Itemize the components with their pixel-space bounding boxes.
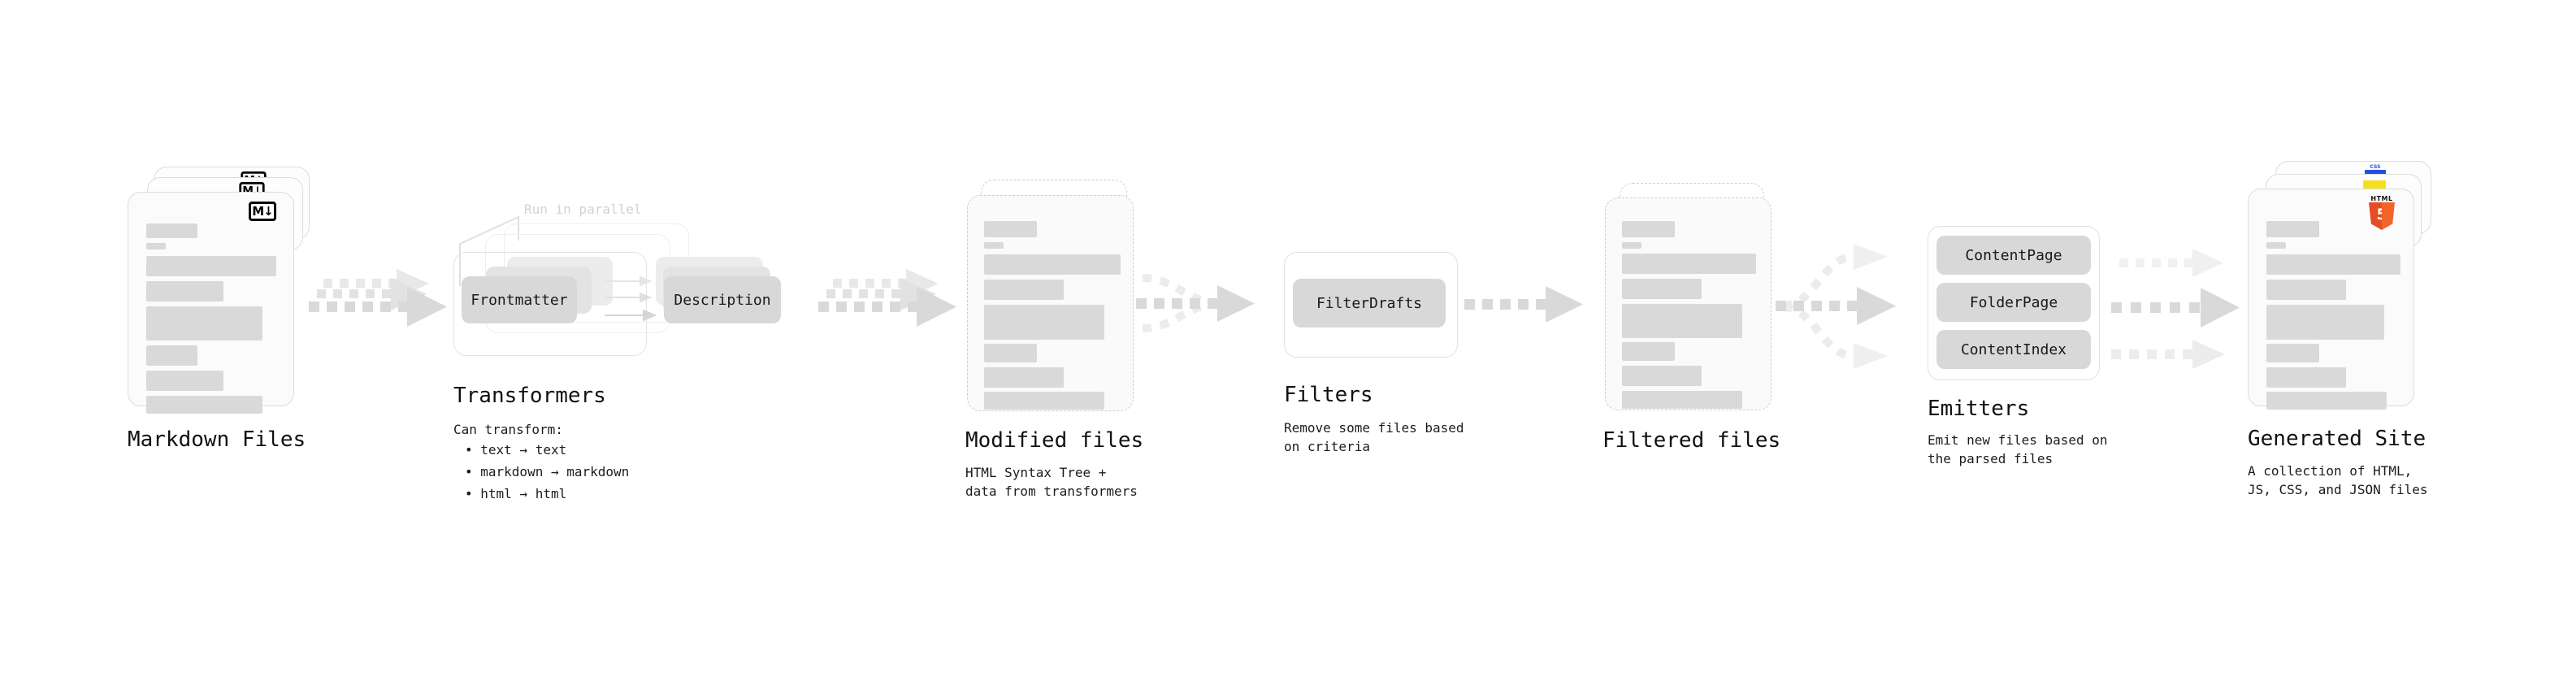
stage-title-modified-files: Modified files: [965, 428, 1144, 453]
connector-modified-to-filters: [1136, 260, 1290, 358]
skeleton-line: [1622, 279, 1702, 299]
skeleton-line: [146, 345, 197, 366]
transformers-bullet-1: • text → text: [465, 442, 567, 458]
stage-title-transformers: Transformers: [453, 384, 606, 408]
emitters-subtitle: Emit new files based on the parsed files: [1928, 432, 2108, 466]
skeleton-line: [146, 396, 262, 414]
skeleton-line: [1622, 221, 1675, 237]
skeleton-line: [2266, 280, 2346, 300]
skeleton-line: [146, 256, 276, 276]
filter-pill-filterdrafts[interactable]: FilterDrafts: [1293, 279, 1446, 327]
skeleton-line: [984, 305, 1104, 340]
skeleton-line: [146, 281, 223, 301]
connector-emitters-to-site: [2111, 236, 2266, 374]
transformers-bullet-3: • html → html: [465, 486, 567, 501]
emitter-pill-folderpage-label: FolderPage: [1969, 293, 2058, 311]
skeleton-line: [2266, 221, 2319, 237]
skeleton-line: [2266, 305, 2384, 340]
skeleton-line: [984, 254, 1121, 275]
transformer-frame-front: [453, 252, 647, 356]
html5-icon-shield: [2369, 202, 2395, 230]
skeleton-line: [146, 223, 197, 238]
skeleton-line: [1622, 242, 1641, 249]
transformer-pill-description-label: Description: [674, 291, 771, 309]
generated-site-subtitle: A collection of HTML, JS, CSS, and JSON …: [2248, 463, 2428, 497]
skeleton-line: [1622, 304, 1742, 338]
connector-transformers-to-modified: [817, 264, 979, 354]
skeleton-line: [146, 243, 166, 249]
skeleton-line: [984, 242, 1004, 249]
run-in-parallel-label: Run in parallel: [524, 202, 642, 217]
stage-title-generated-site: Generated Site: [2248, 427, 2426, 451]
connector-md-to-transformers: [307, 264, 470, 354]
transformer-inner-arrows: [605, 275, 657, 322]
css-icon: CSS: [2365, 164, 2386, 177]
filter-pill-filterdrafts-label: FilterDrafts: [1316, 294, 1423, 312]
html5-icon: HTML: [2367, 195, 2396, 231]
skeleton-line: [1622, 391, 1742, 409]
transformer-pill-description[interactable]: Description: [664, 276, 781, 323]
skeleton-line: [984, 344, 1037, 362]
html5-icon-caption: HTML: [2370, 195, 2393, 202]
connector-filters-to-filtered: [1464, 284, 1602, 333]
skeleton-line: [146, 306, 262, 340]
skeleton-line: [1622, 254, 1756, 274]
skeleton-line: [984, 392, 1104, 410]
skeleton-line: [984, 221, 1037, 237]
modified-files-subtitle: HTML Syntax Tree + data from transformer…: [965, 465, 1138, 499]
markdown-icon: M↓: [249, 202, 276, 221]
skeleton-line: [146, 371, 223, 391]
emitter-pill-contentpage[interactable]: ContentPage: [1936, 236, 2091, 275]
run-in-parallel-bracket: [459, 215, 519, 286]
emitter-pill-contentindex[interactable]: ContentIndex: [1936, 330, 2091, 369]
skeleton-line: [2266, 392, 2387, 410]
skeleton-line: [1622, 342, 1675, 361]
skeleton-line: [2266, 242, 2286, 249]
skeleton-line: [2266, 367, 2346, 388]
emitter-pill-contentindex-label: ContentIndex: [1960, 340, 2067, 358]
filters-subtitle: Remove some files based on criteria: [1284, 420, 1464, 454]
skeleton-line: [1622, 366, 1702, 386]
emitter-pill-contentpage-label: ContentPage: [1965, 246, 2062, 264]
stage-title-emitters: Emitters: [1928, 397, 2030, 421]
stage-title-markdown-files: Markdown Files: [128, 427, 306, 452]
transformer-pill-frontmatter-label: Frontmatter: [471, 291, 568, 309]
skeleton-line: [984, 280, 1064, 300]
emitter-pill-folderpage[interactable]: FolderPage: [1936, 283, 2091, 322]
stage-title-filters: Filters: [1284, 383, 1373, 407]
transformer-pill-frontmatter[interactable]: Frontmatter: [462, 276, 577, 323]
skeleton-line: [984, 367, 1064, 388]
skeleton-line: [2266, 254, 2400, 275]
connector-filtered-to-emitters: [1776, 236, 1922, 374]
stage-title-filtered-files: Filtered files: [1602, 428, 1781, 453]
transformers-subtitle: Can transform:: [453, 422, 563, 437]
skeleton-line: [2266, 344, 2319, 362]
transformers-bullet-2: • markdown → markdown: [465, 464, 630, 479]
